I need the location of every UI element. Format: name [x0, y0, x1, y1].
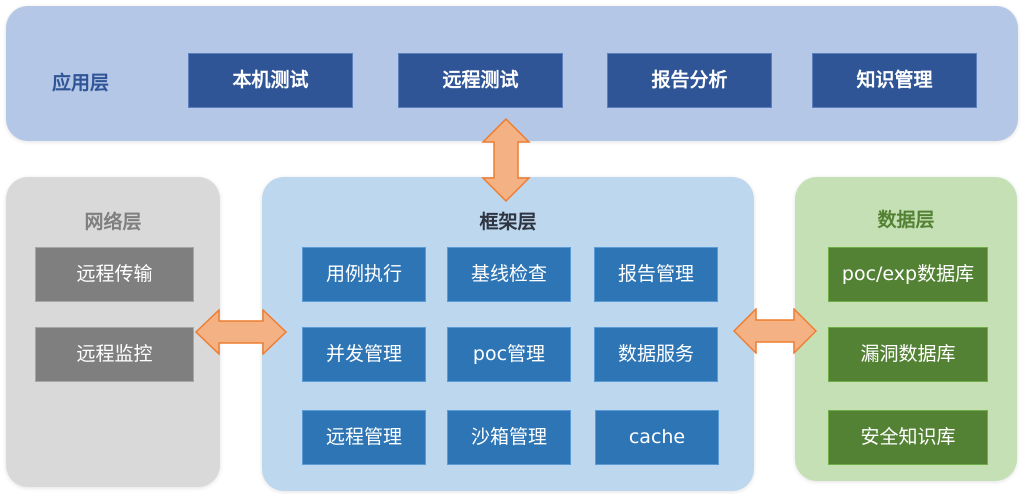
network-framework-double-arrow-icon: [195, 309, 287, 355]
net-item-remote-transfer: 远程传输: [35, 247, 194, 302]
net-item-remote-monitor: 远程监控: [35, 327, 194, 382]
network-layer-panel: 网络层 远程传输 远程监控: [6, 177, 220, 487]
fw-item-cache: cache: [595, 410, 719, 465]
fw-item-report-management: 报告管理: [594, 247, 718, 302]
vertical-double-arrow-icon: [481, 118, 531, 202]
app-item-report-analysis: 报告分析: [607, 53, 772, 108]
application-layer-panel: 应用层 本机测试 远程测试 报告分析 知识管理: [6, 6, 1018, 141]
fw-item-baseline-check: 基线检查: [447, 247, 571, 302]
app-item-knowledge-management: 知识管理: [812, 53, 977, 108]
framework-data-double-arrow-icon: [733, 308, 817, 354]
fw-item-concurrency-management: 并发管理: [302, 327, 426, 382]
data-item-poc-exp-database: poc/exp数据库: [828, 247, 988, 302]
data-layer-panel: 数据层 poc/exp数据库 漏洞数据库 安全知识库: [795, 177, 1017, 481]
application-layer-title: 应用层: [52, 72, 110, 94]
framework-layer-title: 框架层: [479, 211, 537, 233]
fw-item-sandbox-management: 沙箱管理: [447, 410, 571, 465]
app-item-local-test: 本机测试: [188, 53, 353, 108]
fw-item-remote-management: 远程管理: [302, 410, 426, 465]
fw-item-data-service: 数据服务: [594, 327, 718, 382]
fw-item-case-execution: 用例执行: [302, 247, 426, 302]
fw-item-poc-management: poc管理: [447, 327, 571, 382]
network-layer-title: 网络层: [84, 211, 142, 233]
framework-layer-panel: 框架层 用例执行 基线检查 报告管理 并发管理 poc管理 数据服务 远程管理 …: [262, 177, 754, 491]
app-item-remote-test: 远程测试: [398, 53, 563, 108]
data-item-vulnerability-database: 漏洞数据库: [828, 327, 988, 382]
data-item-security-knowledge-base: 安全知识库: [828, 410, 988, 465]
data-layer-title: 数据层: [877, 209, 935, 231]
